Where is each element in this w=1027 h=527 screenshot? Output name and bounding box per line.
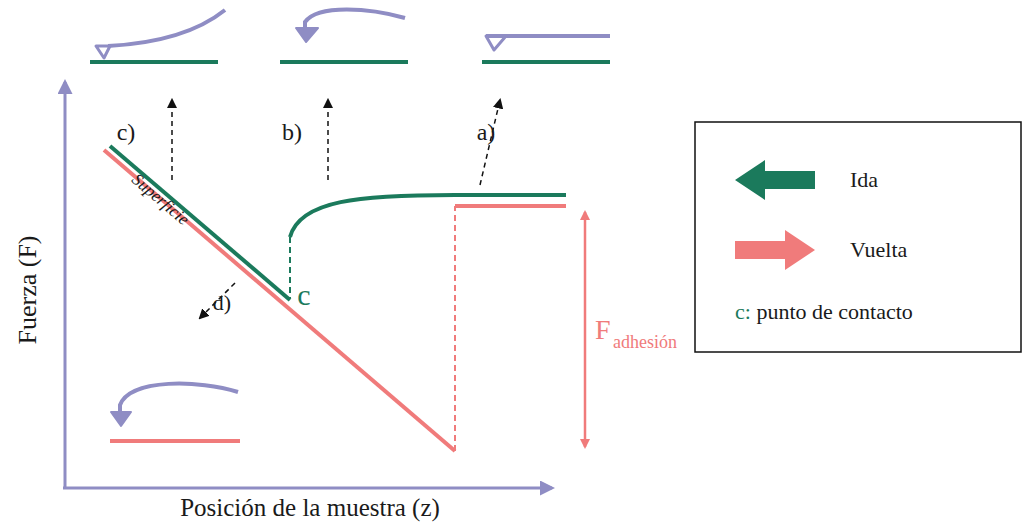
- tip-symbol: [486, 36, 506, 50]
- panel-letter: b): [282, 119, 302, 145]
- legend-text: c: punto de contacto: [735, 300, 913, 324]
- tip-symbol: [296, 28, 318, 42]
- legend-arrow-swatch: [735, 230, 815, 270]
- sample-surface: [280, 60, 408, 64]
- sample-surface: [110, 439, 240, 443]
- cantilever-symbol: [305, 10, 405, 31]
- panel-letter: c): [117, 119, 136, 145]
- axis-title: Posición de la muestra (z): [180, 494, 440, 522]
- approach-jump: [289, 237, 291, 298]
- legend-text: Ida: [850, 168, 878, 192]
- pointer-arrow: [200, 283, 235, 318]
- pointer-arrow: [327, 100, 329, 180]
- cantilever-symbol: [108, 10, 225, 46]
- retract-line: [104, 150, 455, 451]
- panel-letter: d): [213, 291, 231, 315]
- contact-point-label: c: [297, 278, 310, 311]
- panel-letter: a): [477, 119, 496, 145]
- approach-curve: [290, 195, 455, 237]
- tip-symbol: [111, 412, 131, 426]
- force-subscript: adhesión: [613, 333, 677, 353]
- surface-label: Superficie: [128, 170, 192, 229]
- legend-frame: [695, 122, 1021, 352]
- approach-flat: [455, 193, 566, 197]
- x-axis: [63, 487, 552, 490]
- tip-symbol: [96, 46, 110, 58]
- legend-text: Vuelta: [850, 238, 907, 262]
- y-axis: [64, 82, 67, 488]
- approach-contact-line: [110, 146, 290, 300]
- sample-surface: [90, 60, 218, 64]
- cantilever-symbol: [120, 384, 238, 414]
- sample-surface: [482, 60, 610, 64]
- axis-title: Fuerza (F): [14, 235, 43, 344]
- adhesion-arrow: [584, 212, 587, 447]
- retract-flat: [455, 204, 566, 208]
- retract-jump: [454, 206, 456, 451]
- pointer-arrow: [171, 100, 173, 180]
- legend-arrow-swatch: [735, 160, 815, 200]
- force-symbol: F: [595, 315, 611, 346]
